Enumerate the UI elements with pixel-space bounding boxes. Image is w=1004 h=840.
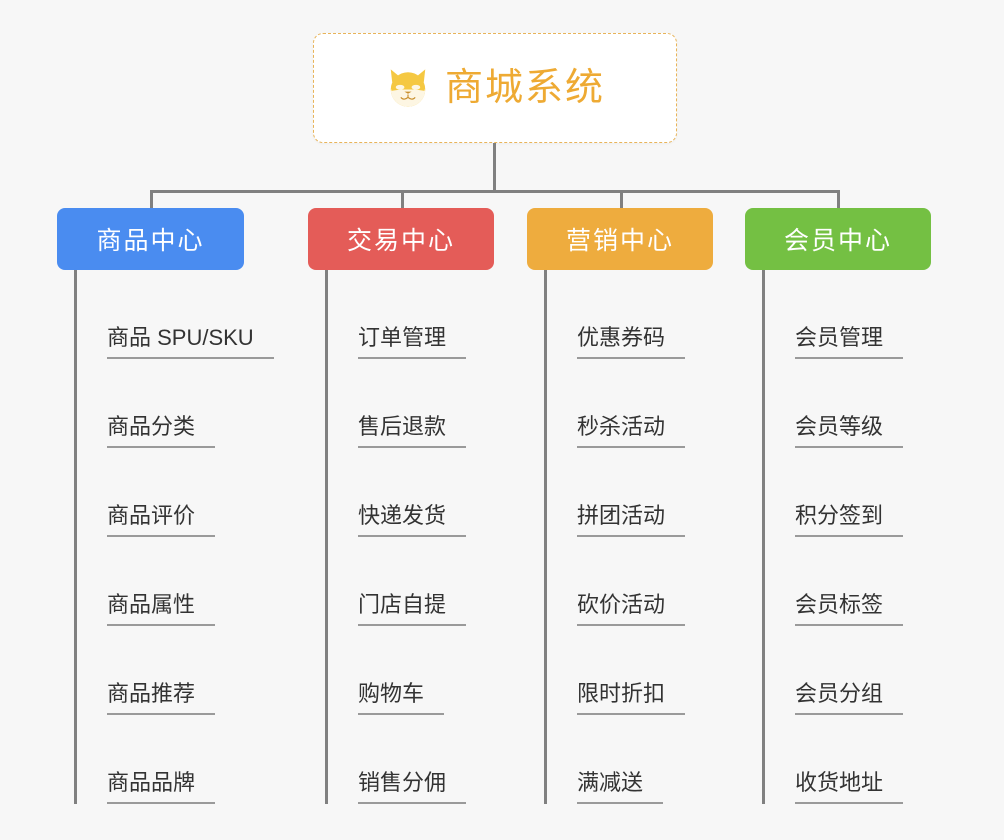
list-item[interactable]: 秒杀活动 <box>547 359 686 448</box>
leaf-item-label: 会员管理 <box>795 326 904 359</box>
list-item[interactable]: 快递发货 <box>328 448 467 537</box>
leaf-item-label: 满减送 <box>577 771 664 804</box>
list-item[interactable]: 门店自提 <box>328 537 467 626</box>
category-node-marketing-center[interactable]: 营销中心 <box>527 208 713 270</box>
shiba-dog-face-icon <box>390 69 426 107</box>
leaf-item-label: 积分签到 <box>795 504 904 537</box>
list-item[interactable]: 商品分类 <box>77 359 274 448</box>
list-item[interactable]: 拼团活动 <box>547 448 686 537</box>
list-item[interactable]: 购物车 <box>328 626 466 715</box>
leaf-item-label: 销售分佣 <box>358 771 467 804</box>
list-item[interactable]: 商品品牌 <box>77 715 274 804</box>
leaf-item-label: 限时折扣 <box>577 682 686 715</box>
leaf-item-label: 商品 SPU/SKU <box>107 326 274 359</box>
connector-drop-product <box>150 190 153 210</box>
leaf-item-label: 订单管理 <box>358 326 467 359</box>
leaf-item-label: 商品属性 <box>107 593 216 626</box>
list-item[interactable]: 限时折扣 <box>547 626 686 715</box>
leaf-item-label: 快递发货 <box>358 504 467 537</box>
connector-horizontal-bar <box>150 190 840 193</box>
list-item[interactable]: 会员标签 <box>765 537 904 626</box>
root-node-label: 商城系统 <box>444 67 605 109</box>
list-item[interactable]: 销售分佣 <box>328 715 467 804</box>
leaf-item-label: 商品分类 <box>107 415 216 448</box>
list-item[interactable]: 售后退款 <box>328 359 467 448</box>
list-item[interactable]: 商品属性 <box>77 537 274 626</box>
category-node-product-center[interactable]: 商品中心 <box>57 208 244 270</box>
leaf-list-member-center: 会员管理会员等级积分签到会员标签会员分组收货地址 <box>762 270 904 804</box>
connector-drop-trade <box>401 190 404 210</box>
connector-root-stem <box>493 143 496 193</box>
category-node-label: 商品中心 <box>96 227 205 255</box>
list-item[interactable]: 满减送 <box>547 715 685 804</box>
category-node-member-center[interactable]: 会员中心 <box>745 208 931 270</box>
category-node-label: 会员中心 <box>783 227 892 255</box>
leaf-item-label: 优惠券码 <box>577 326 686 359</box>
leaf-item-label: 会员分组 <box>795 682 904 715</box>
leaf-item-label: 商品推荐 <box>107 682 216 715</box>
list-item[interactable]: 砍价活动 <box>547 537 686 626</box>
leaf-item-label: 商品品牌 <box>107 771 216 804</box>
category-node-label: 营销中心 <box>565 227 674 255</box>
leaf-list-marketing-center: 优惠券码秒杀活动拼团活动砍价活动限时折扣满减送 <box>544 270 686 804</box>
leaf-item-label: 拼团活动 <box>577 504 686 537</box>
leaf-item-label: 砍价活动 <box>577 593 686 626</box>
root-node-shop-system[interactable]: 商城系统 <box>313 33 677 143</box>
list-item[interactable]: 商品推荐 <box>77 626 274 715</box>
list-item[interactable]: 会员等级 <box>765 359 904 448</box>
leaf-item-label: 会员标签 <box>795 593 904 626</box>
list-item[interactable]: 会员管理 <box>765 270 904 359</box>
leaf-item-label: 门店自提 <box>358 593 467 626</box>
leaf-list-product-center: 商品 SPU/SKU 商品分类商品评价商品属性商品推荐商品品牌 <box>74 270 274 804</box>
list-item[interactable]: 积分签到 <box>765 448 904 537</box>
leaf-item-label: 购物车 <box>358 682 445 715</box>
list-item[interactable]: 会员分组 <box>765 626 904 715</box>
list-item[interactable]: 商品评价 <box>77 448 274 537</box>
connector-drop-marketing <box>620 190 623 210</box>
leaf-item-label: 会员等级 <box>795 415 904 448</box>
list-item[interactable]: 优惠券码 <box>547 270 686 359</box>
leaf-item-label: 售后退款 <box>358 415 467 448</box>
category-node-label: 交易中心 <box>346 227 455 255</box>
leaf-item-label: 商品评价 <box>107 504 216 537</box>
connector-drop-member <box>837 190 840 210</box>
leaf-item-label: 收货地址 <box>795 771 904 804</box>
list-item[interactable]: 商品 SPU/SKU <box>77 270 274 359</box>
leaf-list-trade-center: 订单管理售后退款快递发货门店自提购物车销售分佣 <box>325 270 467 804</box>
leaf-item-label: 秒杀活动 <box>577 415 686 448</box>
list-item[interactable]: 收货地址 <box>765 715 904 804</box>
category-node-trade-center[interactable]: 交易中心 <box>308 208 494 270</box>
list-item[interactable]: 订单管理 <box>328 270 467 359</box>
